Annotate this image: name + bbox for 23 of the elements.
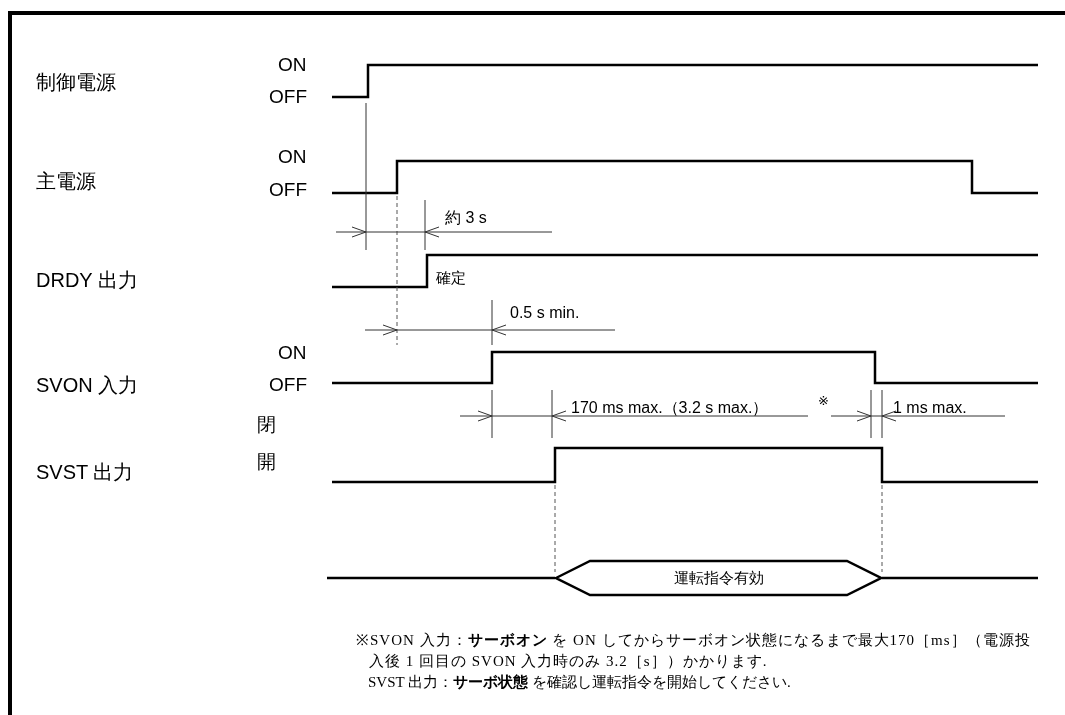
dimension-value: 0.5 s min. <box>510 304 580 323</box>
dimension-value: 170 ms max.（3.2 s max.） <box>571 399 769 418</box>
footnote-mark: ※ <box>818 393 829 409</box>
dimension-value: 1 ms max. <box>893 399 967 418</box>
level-label: ON <box>278 146 307 168</box>
note-text: SVST 出力：サーボ状態 を確認し運転指令を開始してください. <box>368 673 791 691</box>
level-label: ON <box>278 342 307 364</box>
level-label: OFF <box>269 86 307 108</box>
signal-name: 制御電源 <box>36 70 116 94</box>
state-text: 運転指令有効 <box>672 569 765 587</box>
signal-name: SVST 出力 <box>36 460 134 484</box>
level-label: ON <box>278 54 307 76</box>
level-label: 閉 <box>257 414 276 436</box>
signal-name: SVON 入力 <box>36 373 139 397</box>
level-label: OFF <box>269 374 307 396</box>
level-label: 開 <box>257 451 276 473</box>
bus-state-hexagon <box>555 559 882 597</box>
state-label: 確定 <box>436 268 466 286</box>
signal-name: DRDY 出力 <box>36 268 138 292</box>
dimension-value: 約 3 s <box>445 209 487 228</box>
signal-name: 主電源 <box>36 169 96 193</box>
note-text: ※SVON 入力：サーボオン を ON してからサーボオン状態になるまで最大170［ms］（電源投入後 1 回目の SVON 入力時のみ 3.2［s］）かかります. <box>356 631 1032 671</box>
level-label: OFF <box>269 179 307 201</box>
